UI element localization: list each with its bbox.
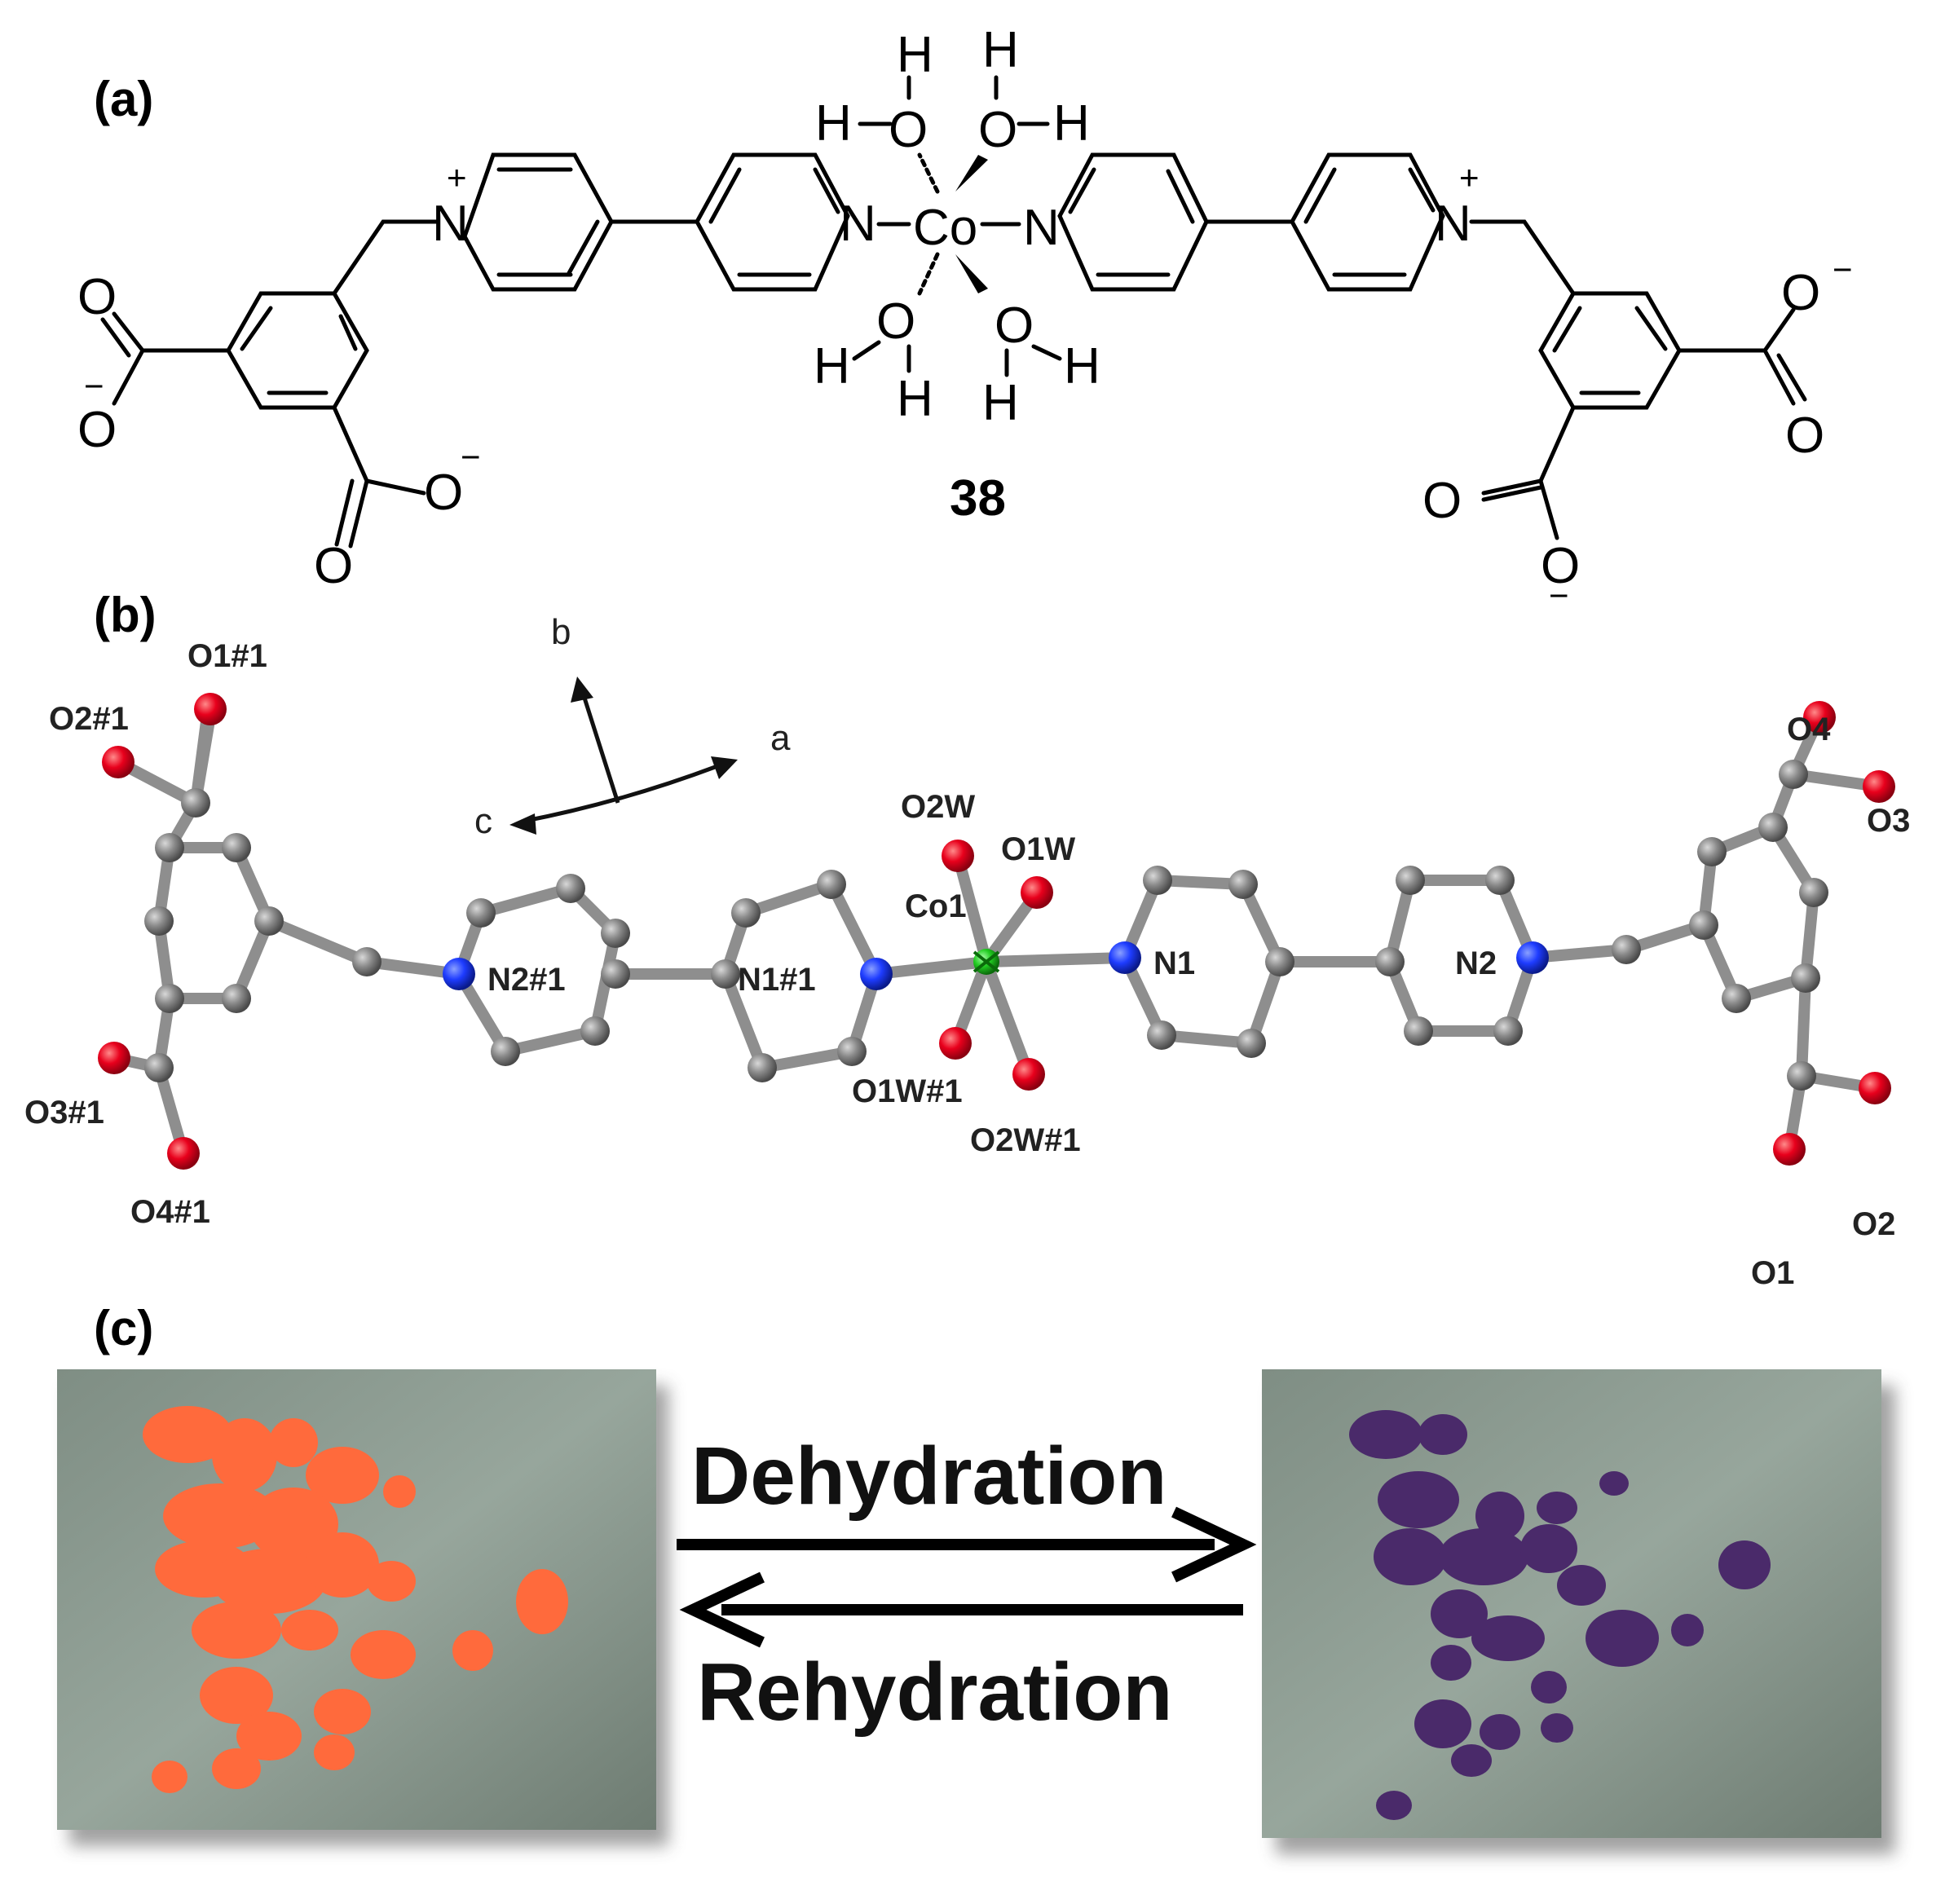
crystal-atom-labels: O1#1 O2#1 O3#1 O4#1 N2#1 N1#1 Co1 O2W O1… [24, 638, 1910, 1291]
svg-text:O: O [995, 298, 1034, 354]
o-atom: O [1541, 538, 1580, 594]
water-ligand-upper-left: O H H [815, 27, 940, 194]
bond-sticks [108, 703, 1885, 1159]
right-benzene-ring [1538, 291, 1682, 410]
right-ch2-bond [1469, 219, 1576, 296]
label-o4: O4 [1787, 712, 1831, 747]
minus-charge: − [1549, 576, 1569, 615]
label-o1-1: O1#1 [187, 638, 267, 674]
svg-text:O: O [876, 293, 915, 350]
axis-c-label: c [474, 801, 492, 841]
oxygen-atoms [98, 693, 1895, 1170]
o-atom: O [424, 465, 463, 521]
minus-charge: − [461, 438, 481, 476]
svg-text:H: H [814, 338, 850, 394]
label-o2w: O2W [901, 789, 975, 825]
right-carboxylate-2 [1481, 405, 1576, 540]
label-o3-1: O3#1 [24, 1095, 104, 1130]
svg-text:H: H [982, 375, 1019, 431]
pyridine-ring-2 [695, 152, 850, 292]
axis-a-label: a [770, 718, 791, 758]
svg-text:H: H [1053, 95, 1090, 152]
label-n2: N2 [1455, 945, 1497, 981]
n-plus-atom: N [1435, 196, 1471, 252]
reaction-arrows: Dehydration Rehydration [677, 1430, 1257, 1738]
co-atom: Co [913, 200, 977, 256]
label-n2-1: N2#1 [487, 962, 566, 998]
o-atom: O [1422, 473, 1462, 529]
compound-number: 38 [950, 470, 1006, 527]
svg-text:H: H [1064, 338, 1100, 394]
pyridinium-ring-1 [462, 152, 614, 292]
ball-and-stick-model [98, 693, 1895, 1170]
pyridinium-ring-4 [1290, 152, 1445, 292]
reverse-arrowhead [679, 1571, 765, 1648]
svg-text:H: H [815, 95, 852, 152]
label-n1: N1 [1153, 945, 1195, 981]
o-atom: O [1781, 265, 1820, 321]
svg-text:H: H [897, 371, 933, 427]
plus-charge: + [447, 158, 467, 196]
n-plus-atom: N [432, 196, 469, 252]
left-carboxylate-2 [332, 405, 426, 549]
svg-text:H: H [982, 22, 1019, 78]
water-ligand-lower-left: O H H [814, 252, 940, 427]
axis-indicator: b a c [474, 612, 791, 841]
label-o2w-1: O2W#1 [970, 1122, 1081, 1158]
dehydrated-crystals-photo [1262, 1369, 1895, 1854]
right-carboxylate-1 [1677, 307, 1807, 406]
axis-b-label: b [551, 612, 571, 652]
o-atom: O [314, 538, 353, 594]
minus-charge: − [1833, 250, 1853, 289]
panel-a-label: (a) [94, 72, 153, 126]
minus-charge: − [84, 367, 104, 405]
water-ligand-lower-right: O H H [955, 254, 1100, 431]
label-o1w: O1W [1001, 831, 1075, 867]
carbon-atoms [144, 760, 1828, 1091]
dehydration-label: Dehydration [691, 1430, 1167, 1522]
label-co1: Co1 [905, 888, 967, 924]
o-atom: O [77, 269, 117, 325]
rehydration-label: Rehydration [697, 1646, 1172, 1738]
left-carboxylate-1 [100, 311, 231, 406]
orange-crystals [143, 1406, 568, 1793]
nitrogen-atoms [443, 941, 1549, 990]
label-o1: O1 [1751, 1255, 1794, 1291]
water-ligand-upper-right: O H H [955, 22, 1090, 192]
label-o2: O2 [1852, 1206, 1895, 1242]
label-o1w-1: O1W#1 [852, 1073, 963, 1109]
left-benzene-ring [226, 291, 369, 410]
n-atom: N [1023, 200, 1060, 256]
svg-text:O: O [889, 102, 928, 158]
structure-38: O O − O − O N + N [77, 22, 1853, 615]
purple-crystals [1349, 1410, 1771, 1820]
left-ch2-bond [332, 219, 439, 296]
svg-text:O: O [978, 102, 1017, 158]
o-atom: O [77, 402, 117, 458]
pyridine-ring-3 [1057, 152, 1209, 292]
o-atom: O [1785, 408, 1824, 464]
panel-b-label: (b) [94, 588, 157, 642]
plus-charge: + [1459, 158, 1480, 196]
label-o3: O3 [1867, 803, 1910, 839]
n-atom: N [840, 196, 876, 252]
label-n1-1: N1#1 [738, 962, 816, 998]
label-o2-1: O2#1 [49, 701, 129, 737]
panel-c-label: (c) [94, 1301, 153, 1355]
svg-text:H: H [897, 27, 933, 83]
hydrated-crystals-photo [57, 1369, 668, 1846]
label-o4-1: O4#1 [130, 1194, 210, 1230]
forward-arrowhead [1171, 1506, 1257, 1583]
